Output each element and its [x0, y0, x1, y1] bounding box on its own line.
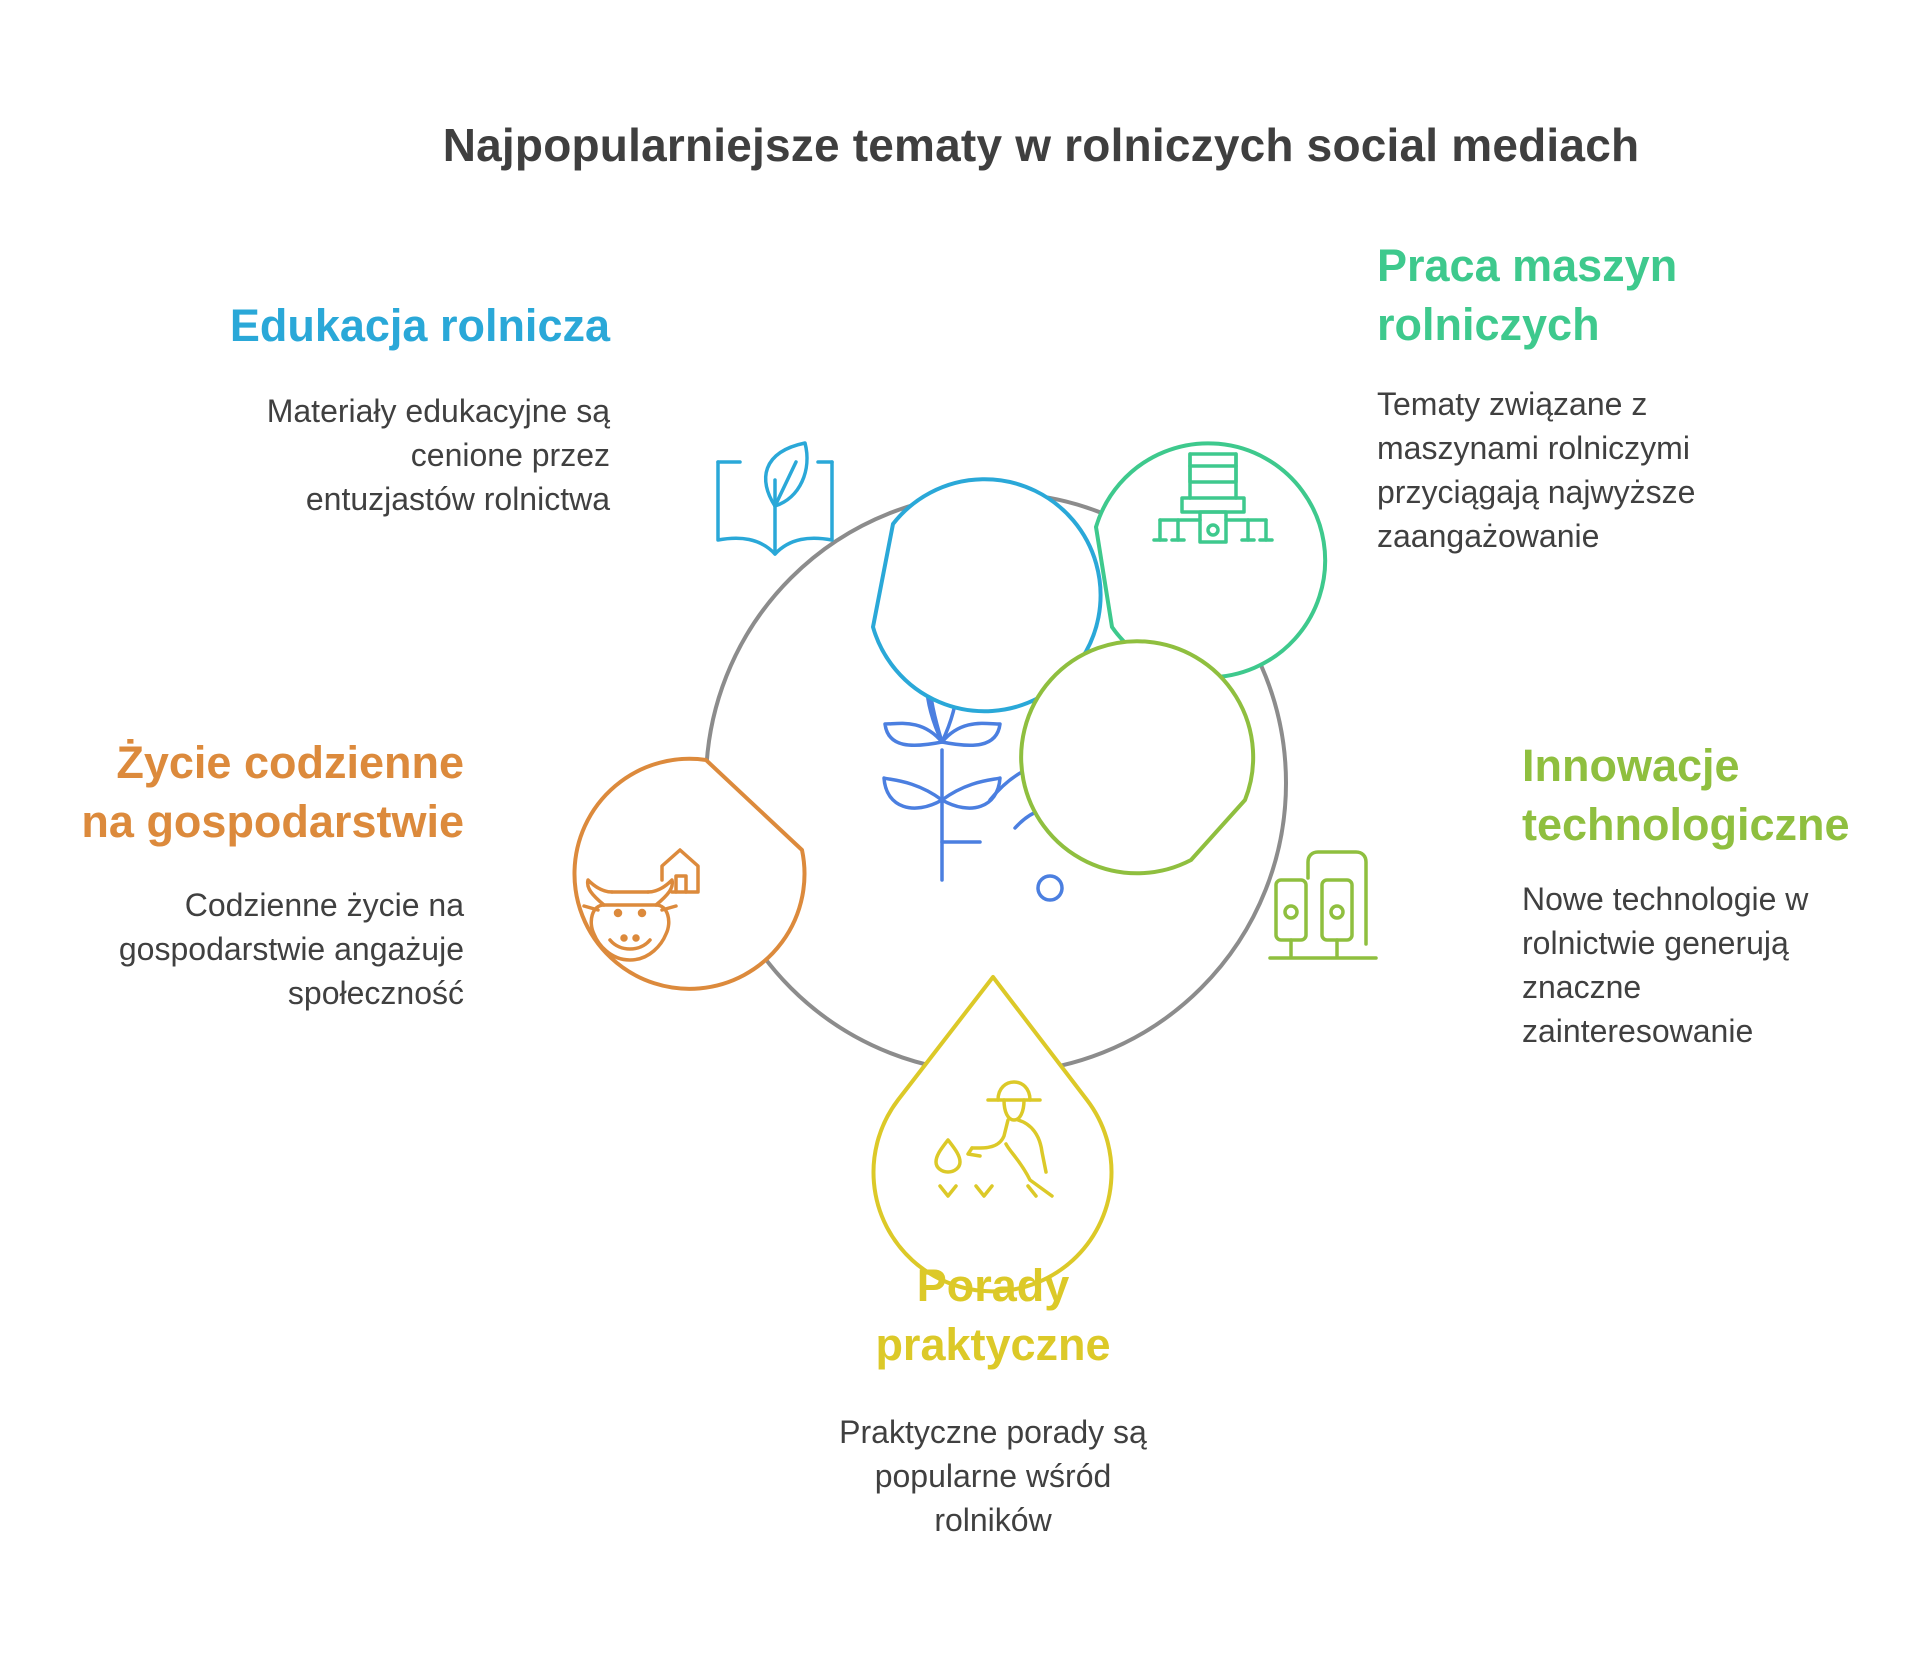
tips-description: Praktyczne porady są popularne wśród rol… [743, 1410, 1243, 1542]
machines-heading-line: Praca maszyn [1377, 240, 1678, 291]
daily-life-description-line: gospodarstwie angażuje [118, 931, 464, 967]
machines-description-line: przyciągają najwyższe [1377, 474, 1696, 510]
tips-heading-line: Porady [916, 1260, 1070, 1311]
education-description: Materiały edukacyjne są cenione przez en… [267, 389, 610, 521]
machines-description-line: maszynami rolniczymi [1377, 430, 1690, 466]
tips-description-line: popularne wśród [874, 1458, 1112, 1494]
daily-life-heading-line: na gospodarstwie [81, 796, 464, 847]
education-marker [871, 477, 1103, 714]
cow-barn-icon [582, 848, 700, 962]
innovation-description-line: rolnictwie generują [1522, 925, 1789, 961]
daily-life-heading: Życie codzienne na gospodarstwie [81, 733, 464, 851]
innovation-description-line: zainteresowanie [1522, 1013, 1754, 1049]
tips-heading: Porady praktyczne [793, 1256, 1193, 1374]
tractor-sprayer-icon [1152, 452, 1274, 544]
education-description-line: entuzjastów rolnictwa [305, 481, 610, 517]
daily-life-heading-line: Życie codzienne [116, 737, 464, 788]
daily-life-description-line: społeczność [287, 975, 464, 1011]
smart-devices-icon [1268, 850, 1378, 960]
tips-marker [871, 975, 1114, 1294]
page-title: Najpopularniejsze tematy w rolniczych so… [442, 119, 1640, 171]
innovation-heading-line: technologiczne [1522, 799, 1850, 850]
machines-heading-line: rolniczych [1377, 299, 1600, 350]
tips-heading-line: praktyczne [875, 1319, 1111, 1370]
machines-description: Tematy związane z maszynami rolniczymi p… [1377, 382, 1695, 558]
daily-life-description: Codzienne życie na gospodarstwie angażuj… [119, 883, 464, 1015]
machines-description-line: Tematy związane z [1377, 386, 1648, 422]
tips-description-line: Praktyczne porady są [839, 1414, 1147, 1450]
daily-life-description-line: Codzienne życie na [184, 887, 464, 923]
daily-life-marker [572, 756, 807, 991]
book-leaf-icon [716, 441, 834, 556]
education-heading-line: Edukacja rolnicza [229, 300, 610, 351]
machines-description-line: zaangażowanie [1377, 518, 1600, 554]
innovation-heading-line: Innowacje [1522, 740, 1740, 791]
tips-description-line: rolników [934, 1502, 1052, 1538]
farmer-planting-icon [934, 1080, 1054, 1198]
innovation-description-line: Nowe technologie w [1522, 881, 1809, 917]
education-description-line: cenione przez [410, 437, 610, 473]
education-heading: Edukacja rolnicza [230, 296, 610, 355]
innovation-description-line: znaczne [1522, 969, 1642, 1005]
education-description-line: Materiały edukacyjne są [266, 393, 610, 429]
innovation-description: Nowe technologie w rolnictwie generują z… [1522, 877, 1808, 1053]
machines-heading: Praca maszyn rolniczych [1377, 236, 1677, 354]
innovation-marker [1019, 639, 1256, 876]
innovation-heading: Innowacje technologiczne [1522, 736, 1850, 854]
